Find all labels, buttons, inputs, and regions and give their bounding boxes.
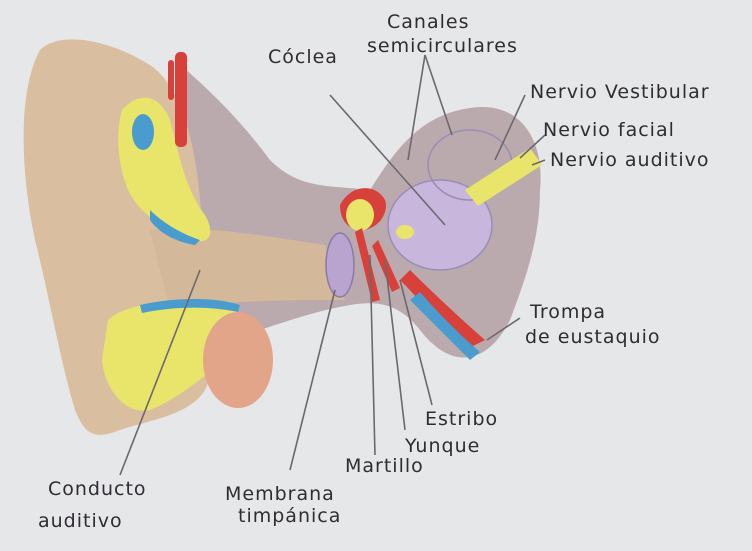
- label-membrana-2: timpánica: [238, 505, 341, 527]
- label-membrana-1: Membrana: [225, 483, 335, 505]
- label-nervio-facial: Nervio facial: [543, 119, 675, 141]
- label-trompa-1: Trompa: [529, 301, 606, 323]
- label-nervio-vestibular: Nervio Vestibular: [530, 81, 710, 103]
- label-conducto-2: auditivo: [38, 510, 123, 532]
- cartilage-blue-spot: [132, 114, 154, 150]
- helix-red-2: [168, 60, 174, 100]
- label-martillo: Martillo: [345, 455, 424, 477]
- label-coclea: Cóclea: [268, 46, 338, 68]
- label-estribo: Estribo: [425, 408, 498, 430]
- tympanic-membrane: [326, 233, 354, 297]
- tissue-orange: [203, 312, 273, 408]
- helix-red: [175, 52, 187, 147]
- label-canales-1: Canales: [387, 11, 469, 33]
- label-yunque: Yunque: [404, 435, 480, 457]
- incus: [346, 199, 374, 231]
- label-canales-2: semicirculares: [367, 35, 518, 57]
- label-conducto-1: Conducto: [48, 478, 147, 500]
- label-nervio-auditivo: Nervio auditivo: [550, 149, 710, 171]
- stapes-head: [396, 225, 414, 239]
- label-trompa-2: de eustaquio: [525, 326, 661, 348]
